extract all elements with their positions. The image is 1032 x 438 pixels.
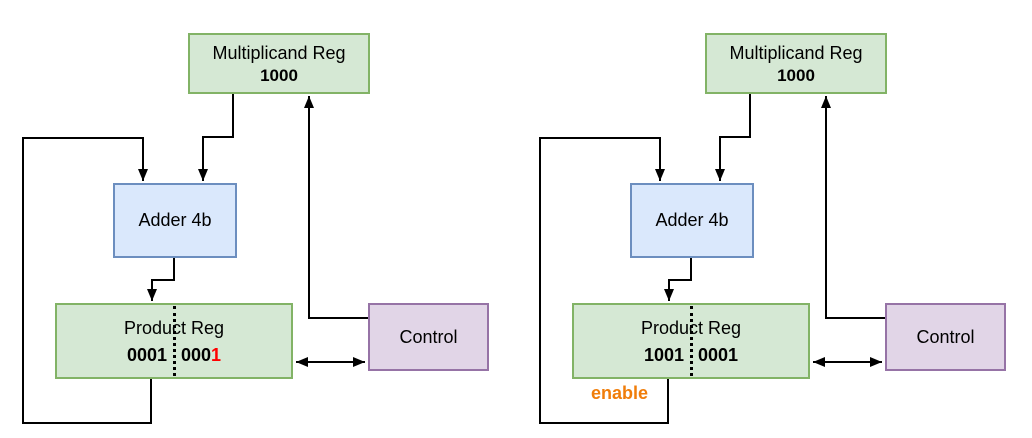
wire-product-feedback-to-adder — [539, 137, 669, 424]
product-low-nibble-black: 0001 — [698, 345, 739, 365]
multiplicand-reg-box: Multiplicand Reg 1000 — [188, 33, 370, 94]
product-reg-label: Product Reg — [640, 318, 742, 338]
multiplicand-reg-value: 1000 — [777, 66, 815, 85]
wire-control-to-multiplicand — [821, 96, 885, 319]
adder-label: Adder 4b — [138, 210, 212, 230]
wire-multiplicand-to-adder — [715, 94, 751, 181]
product-reg-value: 0001 0001 — [57, 346, 291, 365]
diagram-step-right: Multiplicand Reg 1000 Adder 4b Product R… — [517, 0, 1032, 438]
control-label: Control — [916, 326, 975, 347]
product-low-nibble: 0001 — [698, 346, 738, 365]
wire-adder-to-product — [147, 258, 175, 301]
product-reg-label: Product Reg — [123, 318, 225, 338]
control-box: Control — [368, 303, 489, 371]
product-low-nibble-black: 000 — [180, 345, 212, 365]
multiplicand-reg-label: Multiplicand Reg — [729, 43, 863, 63]
product-halves-separator — [173, 306, 176, 376]
multiplicand-reg-box: Multiplicand Reg 1000 — [705, 33, 887, 94]
product-reg-value: 1001 0001 — [574, 346, 808, 365]
multiplicand-reg-label: Multiplicand Reg — [212, 43, 346, 63]
product-low-nibble-highlight: 1 — [211, 345, 222, 365]
diagram-step-left: Multiplicand Reg 1000 Adder 4b Product R… — [22, 33, 489, 424]
product-halves-separator — [690, 306, 693, 376]
product-reg-box: Product Reg 1001 0001 — [572, 303, 810, 379]
enable-annotation: enable — [591, 383, 649, 403]
product-low-nibble: 0001 — [181, 346, 221, 365]
wire-multiplicand-to-adder — [198, 94, 234, 181]
control-label: Control — [399, 326, 458, 347]
adder-box: Adder 4b — [630, 183, 754, 258]
wire-control-to-multiplicand — [304, 96, 368, 319]
control-box: Control — [885, 303, 1006, 371]
product-high-nibble: 1001 — [643, 345, 684, 365]
wire-product-feedback-to-adder — [22, 137, 152, 424]
product-reg-box: Product Reg 0001 0001 — [55, 303, 293, 379]
wire-adder-to-product — [664, 258, 692, 301]
adder-label: Adder 4b — [655, 210, 729, 230]
product-high-nibble: 0001 — [126, 345, 167, 365]
adder-box: Adder 4b — [113, 183, 237, 258]
multiplicand-reg-value: 1000 — [260, 66, 298, 85]
